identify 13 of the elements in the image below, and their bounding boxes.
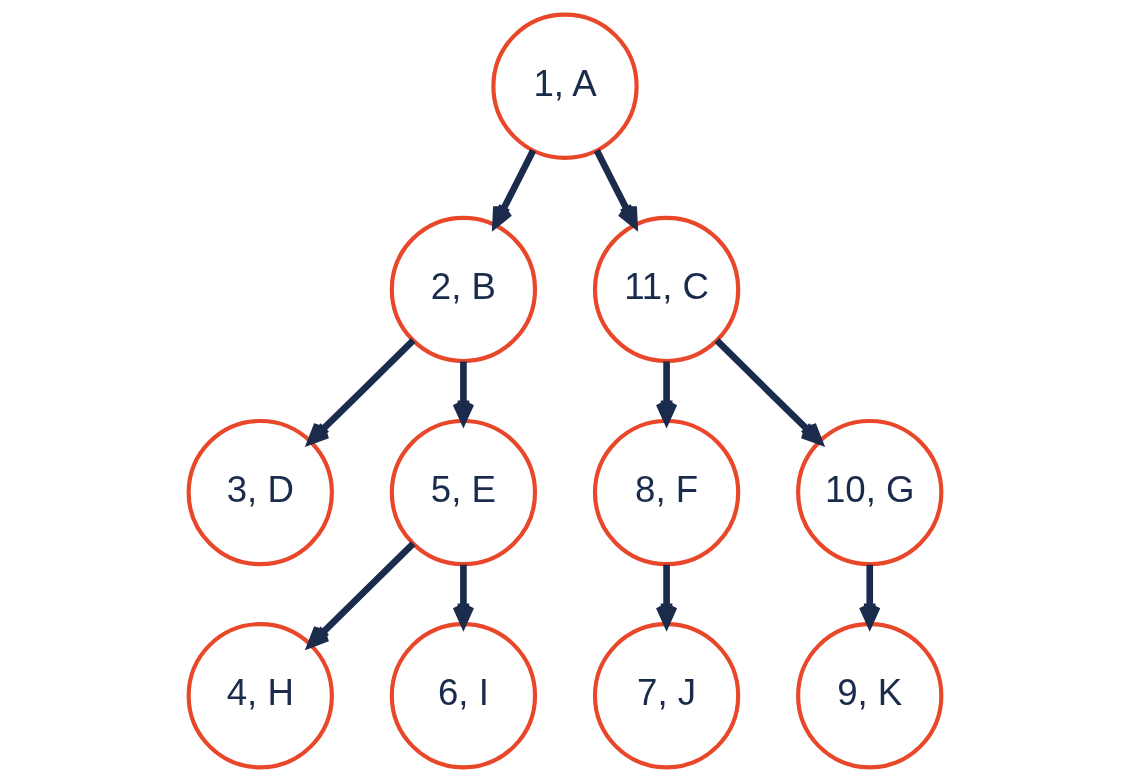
node-circle: 5, E — [389, 418, 538, 567]
arrow — [307, 338, 416, 445]
node-circle: 8, F — [592, 418, 741, 567]
arrow — [714, 338, 823, 445]
node-circle: 1, A — [491, 12, 639, 160]
arrow — [593, 149, 638, 229]
node-circle: 2, B — [389, 215, 538, 364]
node-circle: 11, C — [592, 215, 741, 364]
node-circle: 9, K — [796, 622, 944, 770]
arrow — [492, 149, 537, 229]
arrow — [307, 541, 416, 648]
node-circle: 7, J — [592, 622, 741, 770]
node-circle: 6, I — [389, 622, 538, 770]
